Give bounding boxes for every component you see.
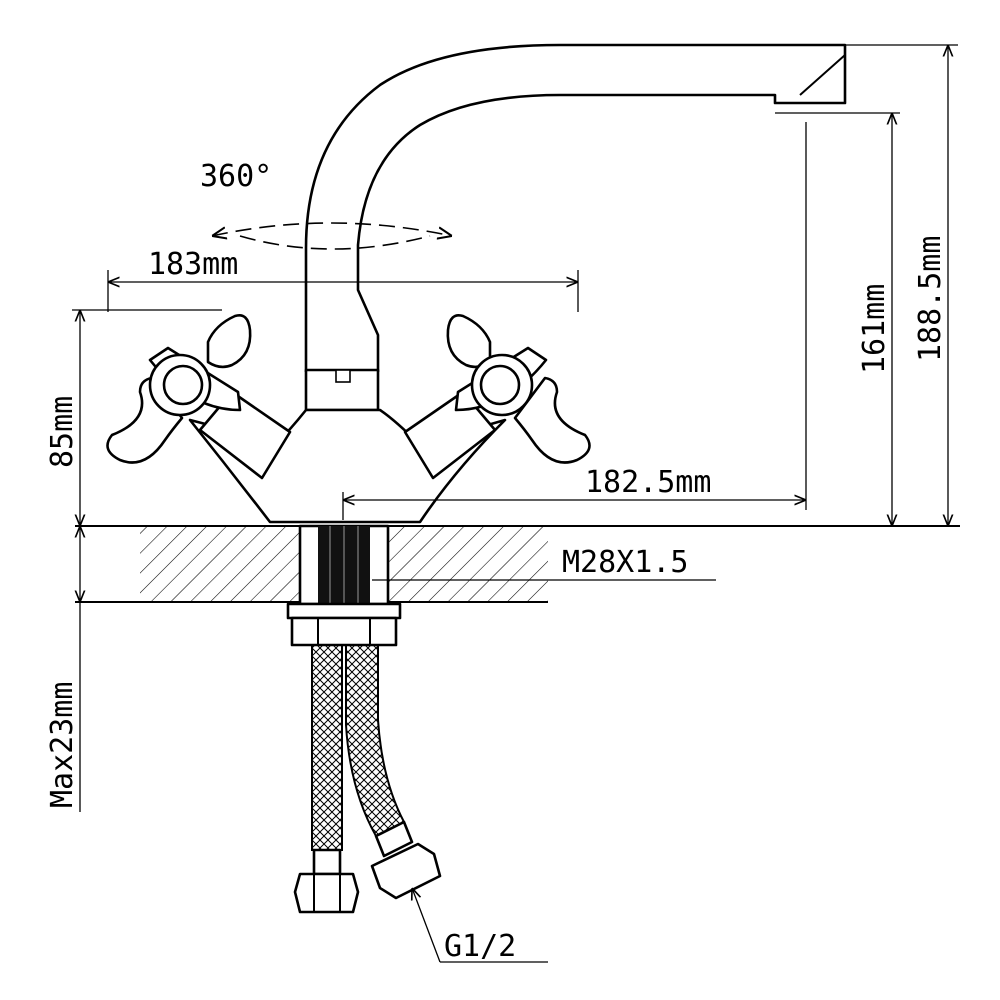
- flexible-hoses: [293, 644, 442, 914]
- spout-reach-label: 182.5mm: [585, 465, 711, 500]
- hose-connection-label: G1/2: [444, 929, 516, 964]
- threaded-shank: [286, 524, 402, 647]
- spout: [304, 43, 847, 412]
- handle-span-label: 183mm: [148, 247, 238, 282]
- counter-thickness-label: Max23mm: [45, 682, 80, 808]
- dimension-spout-height: 161mm: [775, 112, 900, 526]
- dimension-handle-span: 183mm: [107, 247, 579, 312]
- rotation-indicator: 360°: [200, 159, 452, 250]
- left-handle: [106, 314, 252, 464]
- dimension-spout-reach: 182.5mm: [342, 122, 807, 520]
- handle-height-label: 85mm: [45, 396, 80, 468]
- dimension-counter-thickness: Max23mm: [45, 526, 80, 812]
- countertop-section: [75, 525, 960, 603]
- hose-connection-callout: G1/2: [412, 888, 548, 964]
- rotation-label: 360°: [200, 159, 272, 194]
- right-handle: [446, 314, 591, 464]
- dimension-handle-height: 85mm: [45, 309, 222, 526]
- thread-label: M28X1.5: [562, 545, 688, 580]
- faucet-body: [188, 390, 507, 524]
- thread-callout: M28X1.5: [372, 545, 716, 581]
- dimension-total-height: 188.5mm: [845, 44, 958, 526]
- total-height-label: 188.5mm: [913, 236, 948, 362]
- spout-height-label: 161mm: [857, 284, 892, 374]
